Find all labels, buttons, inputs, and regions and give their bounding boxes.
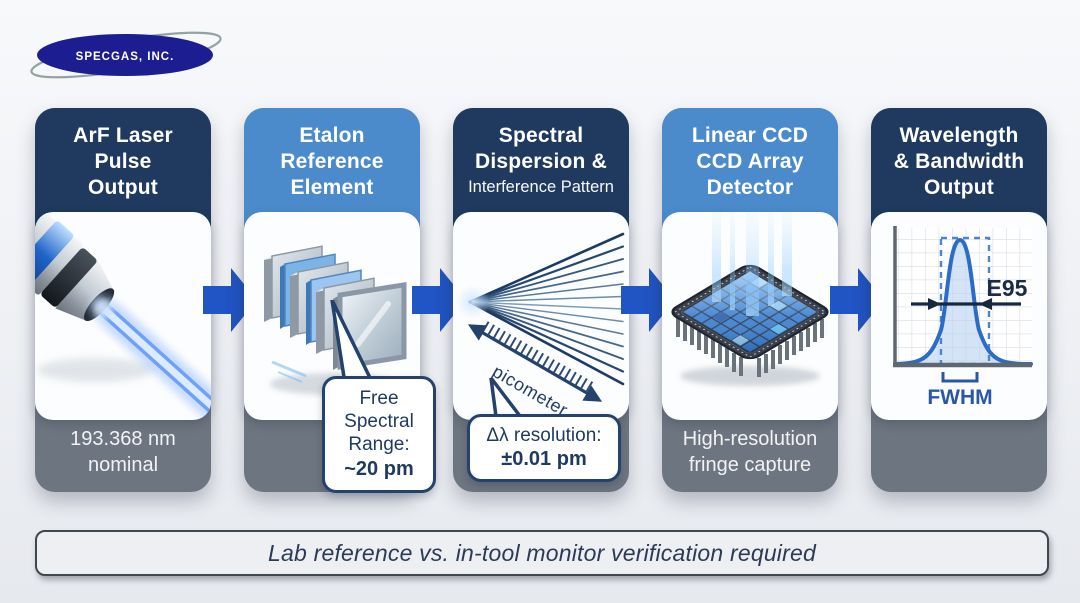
laser-beam-core: [99, 304, 211, 420]
flow-arrow-icon: [621, 268, 675, 332]
card-title-line: & Bandwidth: [893, 150, 1025, 174]
card-title-line: Linear CCD: [691, 124, 809, 147]
card-header: ArF Laser Pulse Output: [35, 108, 211, 226]
card-title-line: Spectral: [498, 124, 584, 147]
laser-pointer-illustration: [35, 212, 211, 420]
card-title-line: Detector: [706, 176, 794, 200]
card-image-panel: [662, 212, 838, 420]
card-arf-laser-pulse-output: ArF Laser Pulse Output: [35, 108, 211, 492]
banner-text: Lab reference vs. in-tool monitor verifi…: [268, 539, 816, 566]
chip-shadow: [680, 366, 820, 386]
laser-shadow: [37, 358, 153, 382]
laser-collar: [41, 248, 97, 307]
card-header: Etalon Reference Element: [244, 108, 420, 226]
card-title-line: CCD Array: [696, 150, 804, 174]
footer-line: fringe capture: [688, 454, 812, 476]
chip-pins: [676, 318, 824, 377]
flow-arrow-icon: [830, 268, 884, 332]
card-header: Linear CCD CCD Array Detector: [662, 108, 838, 226]
incoming-light-beams: [712, 212, 792, 316]
spectrum-graph-illustration: E95 FWHM: [893, 226, 1033, 409]
card-title-line: Wavelength: [899, 124, 1019, 147]
callout-line: Range:: [348, 434, 410, 456]
card-subtitle: Interference Pattern: [468, 178, 614, 197]
card-header: Wavelength & Bandwidth Output: [871, 108, 1047, 226]
card-footer: High-resolution fringe capture: [662, 426, 838, 478]
card-title-line: Pulse: [94, 150, 152, 174]
logo-disc: [37, 34, 213, 76]
callout-value: ±0.01 pm: [501, 448, 587, 471]
card-header: Spectral Dispersion & Interference Patte…: [453, 108, 629, 226]
card-title-line: Output: [923, 176, 994, 200]
card-title-line: Reference: [280, 150, 384, 174]
card-title-line: Etalon: [299, 124, 365, 147]
callout-line: Spectral: [344, 411, 414, 433]
ccd-chip-illustration: [671, 212, 829, 386]
etalon-light-streaks: [271, 360, 307, 383]
card-image-panel: picometer: [453, 212, 629, 420]
laser-nose-cone: [55, 260, 114, 321]
card-image-panel: E95 FWHM: [871, 212, 1047, 420]
callout-value: ~20 pm: [344, 457, 414, 480]
e95-measure-arrows: [911, 298, 1021, 310]
laser-blue-ring: [35, 221, 74, 287]
fwhm-bracket: [941, 372, 979, 383]
laser-tip-flare: [91, 296, 114, 319]
laser-silver-ring: [35, 237, 83, 295]
card-title-line: ArF Laser: [73, 124, 173, 147]
card-spectral-dispersion: Spectral Dispersion & Interference Patte…: [453, 108, 629, 492]
logo-text: SPECGAS, INC.: [76, 51, 175, 63]
footer-line: nominal: [87, 454, 159, 476]
card-title-line: Element: [290, 176, 374, 200]
specgas-logo: SPECGAS, INC.: [30, 31, 222, 79]
card-wavelength-bandwidth-output: Wavelength & Bandwidth Output: [871, 108, 1047, 492]
dispersion-fan-illustration: picometer: [456, 232, 625, 420]
ray-origin-glow: [456, 285, 490, 319]
card-title-line: Dispersion &: [475, 150, 607, 174]
flow-arrow-icon: [412, 268, 466, 332]
card-footer: 193.368 nm nominal: [35, 426, 211, 478]
callout-line: Free: [359, 388, 399, 409]
laser-body-group: [35, 212, 211, 420]
callout-free-spectral-range: Free Spectral Range: ~20 pm: [322, 376, 436, 493]
card-etalon-reference-element: Etalon Reference Element: [244, 108, 436, 493]
verification-banner: Lab reference vs. in-tool monitor verifi…: [35, 530, 1049, 576]
card-title-line: Output: [87, 176, 158, 200]
e95-label: E95: [987, 275, 1028, 301]
footer-line: 193.368 nm: [70, 428, 176, 450]
callout-resolution: Δλ resolution: ±0.01 pm: [467, 414, 621, 483]
gaussian-curve: [895, 237, 1033, 366]
card-image-panel: [35, 212, 211, 420]
footer-line: High-resolution: [682, 428, 818, 450]
flow-arrow-icon: [203, 268, 257, 332]
fwhm-label: FWHM: [927, 386, 992, 409]
picometer-ruler: [467, 321, 603, 402]
card-linear-ccd-detector: Linear CCD CCD Array Detector: [662, 108, 838, 492]
callout-line: Δλ resolution:: [486, 425, 602, 446]
